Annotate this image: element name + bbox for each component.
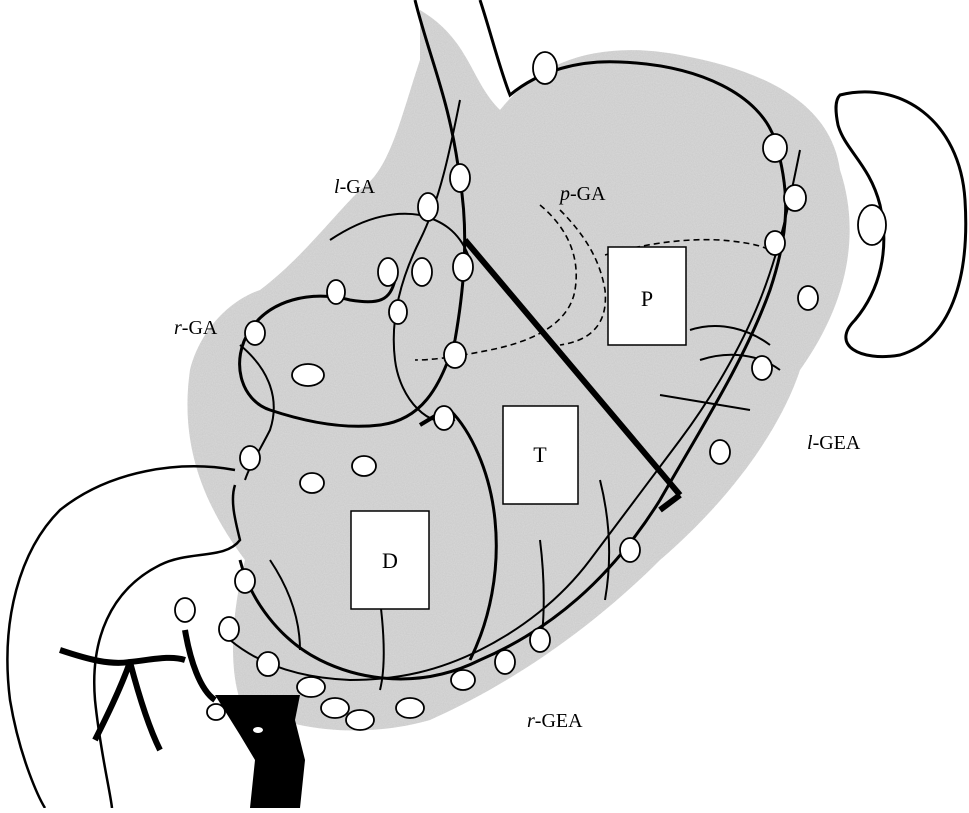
vessel-label-r-GEA: r-GEA	[527, 710, 583, 732]
vessel-label-p-GA: p-GA	[558, 183, 606, 205]
vessel-label-l-GA: l-GA	[334, 176, 376, 198]
svg-text:P: P	[641, 286, 653, 311]
region-T: T	[503, 406, 578, 504]
svg-text:T: T	[533, 442, 547, 467]
spleen-outline	[836, 92, 966, 357]
vessel-label-r-GA: r-GA	[174, 317, 218, 339]
svg-text:D: D	[382, 548, 398, 573]
vessel-label-l-GEA: l-GEA	[807, 432, 861, 454]
duodenum-outline	[7, 466, 240, 808]
region-P: P	[608, 247, 686, 345]
celiac-trunk-highlight	[253, 727, 263, 733]
gastroduodenal-artery	[60, 630, 215, 750]
region-D: D	[351, 511, 429, 609]
shaded-texture	[187, 10, 849, 730]
celiac-trunk	[215, 695, 305, 808]
